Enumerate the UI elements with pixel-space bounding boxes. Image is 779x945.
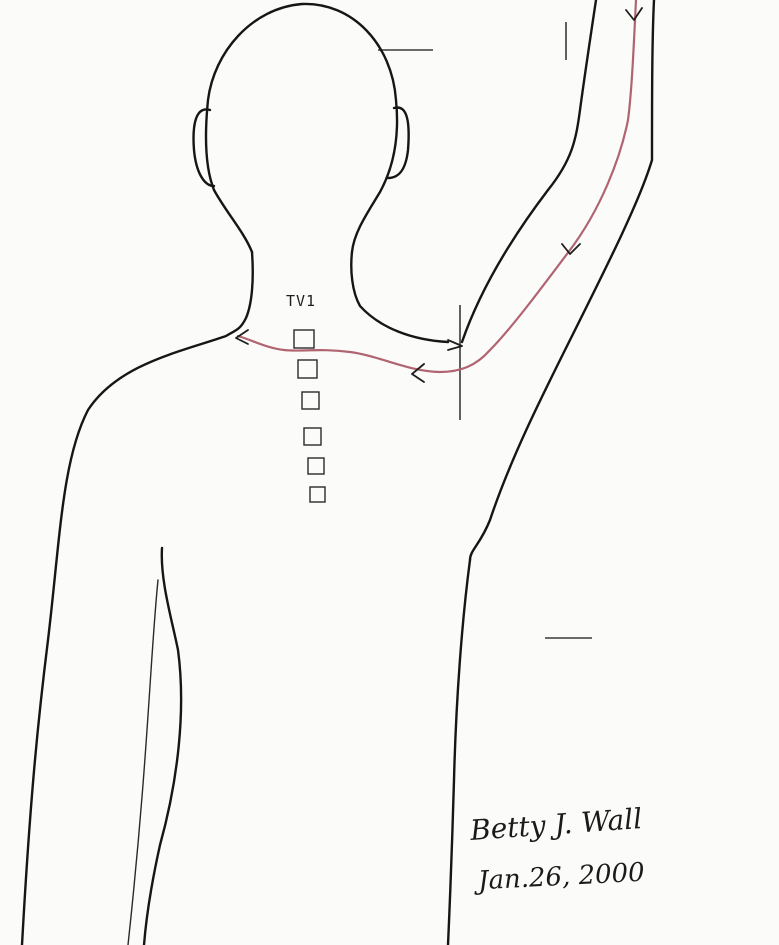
spine-vertebrae [294, 330, 325, 502]
left-ear [194, 109, 214, 186]
vertebra-marker [304, 428, 321, 445]
left-arm-inner-line [144, 548, 181, 945]
vertebra-marker [294, 330, 314, 348]
vertebra-marker [298, 360, 317, 378]
left-arm-inner-line-2 [128, 580, 158, 945]
left-body-outline [22, 252, 253, 945]
vertebra-marker [310, 487, 325, 502]
arrow-down-icon [626, 8, 642, 20]
scan-marks [378, 22, 592, 638]
right-torso-outline [448, 560, 470, 945]
vertebra-marker [308, 458, 324, 474]
right-neck-outline [351, 252, 448, 342]
head-outline [206, 4, 397, 252]
raised-arm-inner-outline [462, 0, 596, 342]
meridian-trace-line [238, 0, 636, 372]
vertebra-label: TV1 [286, 292, 316, 310]
trace-arrows [236, 8, 642, 382]
raised-arm-outer-outline [470, 0, 654, 560]
vertebra-marker [302, 392, 319, 409]
arrow-left-icon [412, 364, 424, 382]
